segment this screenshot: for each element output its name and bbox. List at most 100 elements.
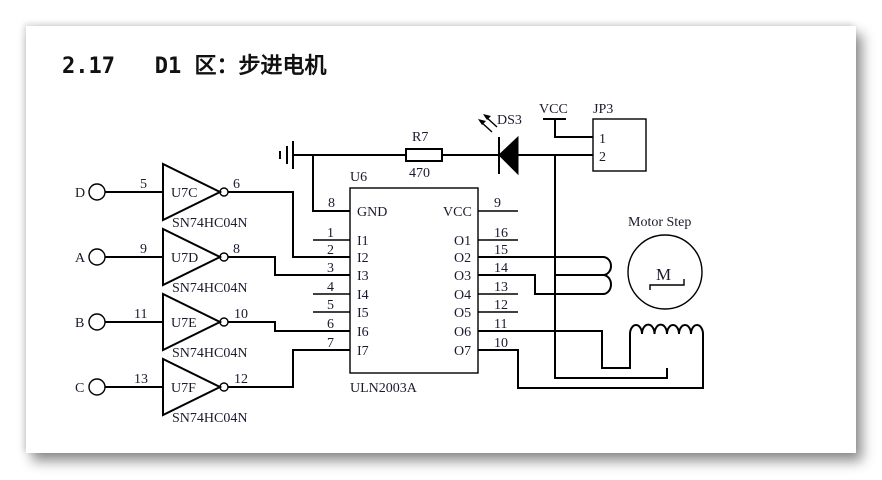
ic-left-pins: 1 I1 2 I2 3 I3 4 I4 5 I5 6 I6 7 I7: [313, 226, 369, 359]
input-label-c: C: [75, 381, 84, 396]
pin-number: 4: [327, 280, 334, 295]
pin-name: I1: [357, 234, 369, 249]
motor-symbol: M: [656, 265, 671, 284]
pin-name: O4: [454, 288, 471, 303]
pin-number: 5: [327, 298, 334, 313]
gate-ref: U7F: [171, 381, 196, 396]
inverter-gate-u7f: [162, 357, 223, 417]
inverter-gate-u7e: [162, 292, 223, 352]
light-emission-icon: [478, 114, 498, 133]
gate-part: SN74HC04N: [172, 216, 247, 231]
led-ds3: DS3: [478, 113, 522, 176]
wire: [312, 155, 350, 212]
pin-name: O5: [454, 306, 471, 321]
pin-number: 2: [327, 243, 334, 258]
figure-card: [26, 26, 856, 453]
pin-name: I5: [357, 306, 369, 321]
pin-number: 11: [134, 307, 147, 322]
jumper-pin: 1: [599, 132, 606, 147]
resistor-value: 470: [409, 166, 430, 181]
pin-number: 13: [494, 280, 508, 295]
pin-name: I4: [357, 288, 369, 303]
input-terminal-a[interactable]: [88, 248, 106, 266]
jumper-ref: JP3: [593, 102, 613, 117]
gate-ref: U7E: [171, 316, 197, 331]
ic-body: [349, 187, 479, 374]
gate-ref: U7C: [171, 186, 197, 201]
input-label-b: B: [75, 316, 84, 331]
pin-number: 12: [234, 372, 248, 387]
pin-number: 12: [494, 298, 508, 313]
input-label-a: A: [75, 251, 86, 266]
motor-circle: [627, 234, 703, 310]
ic-part: ULN2003A: [350, 381, 418, 396]
pin-number: 8: [233, 242, 240, 257]
inverter-row-c: C 13 U7F 12 SN74HC04N: [75, 349, 350, 426]
pin-number: 5: [140, 177, 147, 192]
pin-name: O1: [454, 234, 471, 249]
pin-number: 10: [234, 307, 248, 322]
vcc-supply: VCC: [539, 102, 593, 138]
wire: [228, 349, 350, 388]
wire: [554, 155, 668, 379]
pin-name: I3: [357, 269, 369, 284]
pin-number: 13: [134, 372, 148, 387]
ground-icon: [279, 141, 294, 169]
pin-number: 6: [327, 317, 334, 332]
ic-right-pins: 16 O1 15 O2 14 O3 13 O4 12 O5 11 O6 10 O…: [454, 226, 518, 359]
ic-ref: U6: [350, 170, 367, 185]
pin-number: 7: [327, 336, 334, 351]
gate-part: SN74HC04N: [172, 346, 247, 361]
gate-part: SN74HC04N: [172, 281, 247, 296]
pin-number: 10: [494, 336, 508, 351]
jumper-pin: 2: [599, 150, 606, 165]
inverter-row-d: D 5 U7C 6 SN74HC04N: [75, 162, 350, 258]
resistor-r7: R7 470: [405, 130, 443, 181]
wire: [228, 256, 350, 276]
wire: [478, 330, 631, 369]
inverter-gate-u7c: [162, 162, 223, 222]
pin-number: 11: [494, 317, 507, 332]
pin-number: 3: [327, 261, 334, 276]
jumper-jp3: JP3 1 2: [592, 102, 647, 172]
pin-number: 16: [494, 226, 508, 241]
motor-step-icon: [649, 279, 685, 290]
vcc-label: VCC: [539, 102, 568, 117]
inverter-gate-u7d: [162, 227, 223, 287]
gate-ref: U7D: [171, 251, 198, 266]
pin-name: I7: [357, 344, 369, 359]
section-heading: 2.17 D1 区：步进电机: [62, 54, 327, 79]
pin-name: O7: [454, 344, 471, 359]
pin-name: I6: [357, 325, 369, 340]
led-ref: DS3: [497, 113, 522, 128]
stepper-motor: Motor Step M: [627, 215, 703, 310]
inverter-row-a: A 9 U7D 8 SN74HC04N: [75, 227, 350, 296]
wire: [478, 274, 603, 295]
input-terminal-b[interactable]: [88, 313, 106, 331]
ic-gnd-label: GND: [357, 205, 387, 220]
input-terminal-c[interactable]: [88, 378, 106, 396]
pin-number: 1: [327, 226, 334, 241]
motor-coil-b: [629, 323, 704, 335]
resistor-ref: R7: [412, 130, 428, 145]
pin-name: O3: [454, 269, 471, 284]
wire: [478, 334, 704, 389]
pin-name: O6: [454, 325, 471, 340]
ic-vcc-label: VCC: [443, 205, 472, 220]
input-terminal-d[interactable]: [88, 183, 106, 201]
pin-number: 15: [494, 243, 508, 258]
motor-coil-a: [602, 256, 612, 295]
motor-label: Motor Step: [628, 215, 691, 230]
pin-number: 9: [140, 242, 147, 257]
gate-part: SN74HC04N: [172, 411, 247, 426]
pin-name: O2: [454, 251, 471, 266]
ic-u6-uln2003a: U6 ULN2003A GND 8 VCC 9 1 I1 2 I2 3 I3 4…: [313, 170, 518, 396]
input-label-d: D: [75, 186, 85, 201]
inverter-row-b: B 11 U7E 10 SN74HC04N: [75, 292, 350, 361]
pin-name: I2: [357, 251, 369, 266]
pin-number: 9: [494, 196, 501, 211]
pin-number: 6: [233, 177, 240, 192]
pin-number: 14: [494, 261, 508, 276]
wire: [228, 191, 350, 258]
